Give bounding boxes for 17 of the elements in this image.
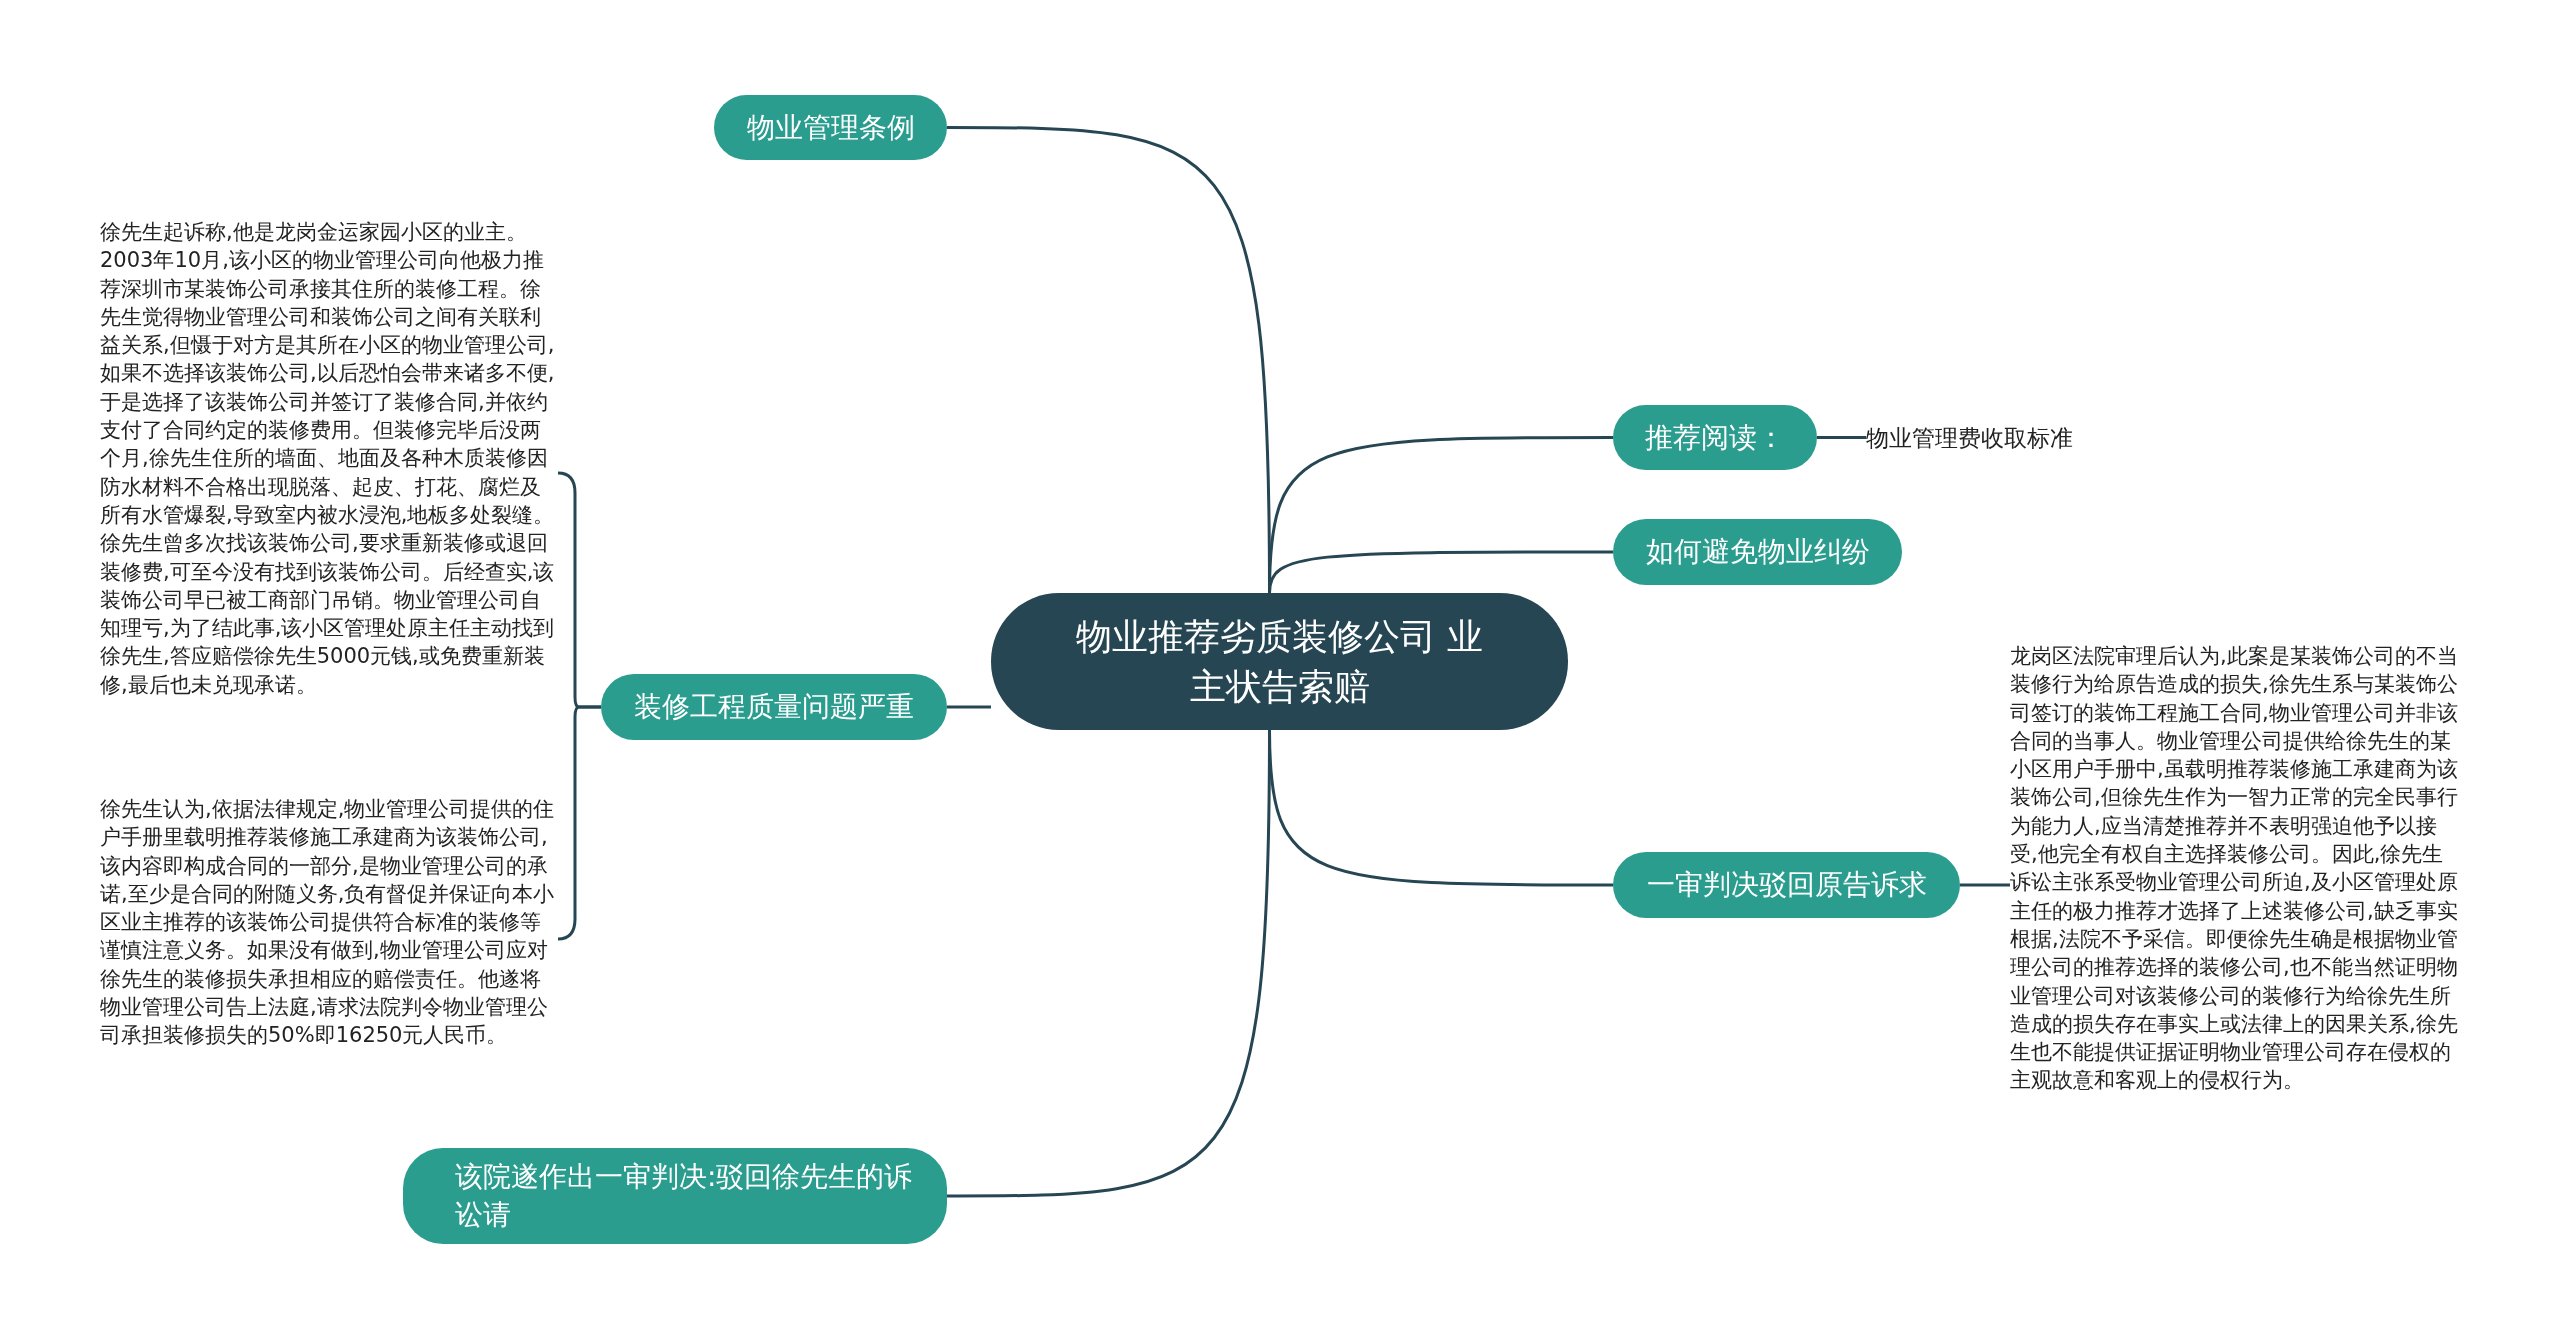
- connector-line: [557, 705, 601, 941]
- paragraph: 徐先生起诉称,他是龙岗金运家园小区的业主。2003年10月,该小区的物业管理公司向他极力推荐深圳市某装饰公司承接其住所的装修工程。徐先生觉得物业管理公司和装饰公司之间有关联利益关系,但慑于对方是其所在小区的物业管理公司,如果不选择该装饰公司,以后恐怕会带来诸多不便,于是选择了该装饰公司并签订了装修合同,并依约支付了合同约定的装修费用。但装修完毕后没两个月,徐先生住所的墙面、地面及各种木质装修因防水材料不合格出现脱落、起皮、打花、腐烂及所有水管爆裂,导致室内被水浸泡,地板多处裂缝。徐先生曾多次找该装饰公司,要求重新装修或退回装修费,可至今没有找到该装饰公司。后经查实,该装饰公司早已被工商部门吊销。物业管理公司自知理亏,为了结此事,该小区管理处原主任主动找到徐先生,答应赔偿徐先生5000元钱,或免费重新装修,最后也未兑现承诺。: [100, 218, 558, 738]
- topic-box: 推荐阅读：: [1613, 405, 1817, 470]
- paragraph: 龙岗区法院审理后认为,此案是某装饰公司的不当装修行为给原告造成的损失,徐先生系与某装饰公司签订的装饰工程施工合同,物业管理公司并非该合同的当事人。物业管理公司提供给徐先生的某小区用户手册中,虽载明推荐装修施工承建商为该装饰公司,但徐先生作为一智力正常的完全民事行为能力人,应当清楚推荐并不表明强迫他予以接受,他完全有权自主选择装修公司。因此,徐先生诉讼主张系受物业管理公司所迫,及小区管理处原主任的极力推荐才选择了上述装修公司,缺乏事实根据,法院不予采信。即便徐先生确是根据物业管理公司的推荐选择的装修公司,也不能当然证明物业管理公司对该装修公司的装修行为给徐先生所造成的损失存在事实上或法律上的因果关系,徐先生也不能提供证据证明物业管理公司存在侵权的主观故意和客观上的侵权行为。: [2010, 642, 2462, 1132]
- topic-box: 装修工程质量问题严重: [601, 674, 947, 740]
- topic-box: 如何避免物业纠纷: [1613, 519, 1902, 585]
- paragraph: 徐先生认为,依据法律规定,物业管理公司提供的住户手册里载明推荐装修施工承建商为该装饰公司,该内容即构成合同的一部分,是物业管理公司的承诺,至少是合同的附随义务,负有督促并保证向本小区业主推荐的该装饰公司提供符合标准的装修等谨慎注意义务。如果没有做到,物业管理公司应对徐先生的装修损失承担相应的赔偿责任。他遂将物业管理公司告上法庭,请求法院判令物业管理公司承担装修损失的50%即16250元人民币。: [100, 795, 558, 1095]
- connector-line: [947, 730, 1271, 1198]
- connector-line: [1268, 550, 1613, 594]
- topic-box: 一审判决驳回原告诉求: [1613, 852, 1960, 918]
- central-topic-box: 物业推荐劣质装修公司 业主状告索赔: [991, 593, 1568, 730]
- topic-box: 物业管理条例: [714, 95, 947, 160]
- topic-box: 该院遂作出一审判决:驳回徐先生的诉讼请: [403, 1148, 947, 1244]
- connector-line: [1817, 436, 1866, 439]
- text-label: 物业管理费收取标准: [1866, 418, 2096, 458]
- connector-line: [1960, 883, 2010, 887]
- connector-line: [947, 705, 991, 709]
